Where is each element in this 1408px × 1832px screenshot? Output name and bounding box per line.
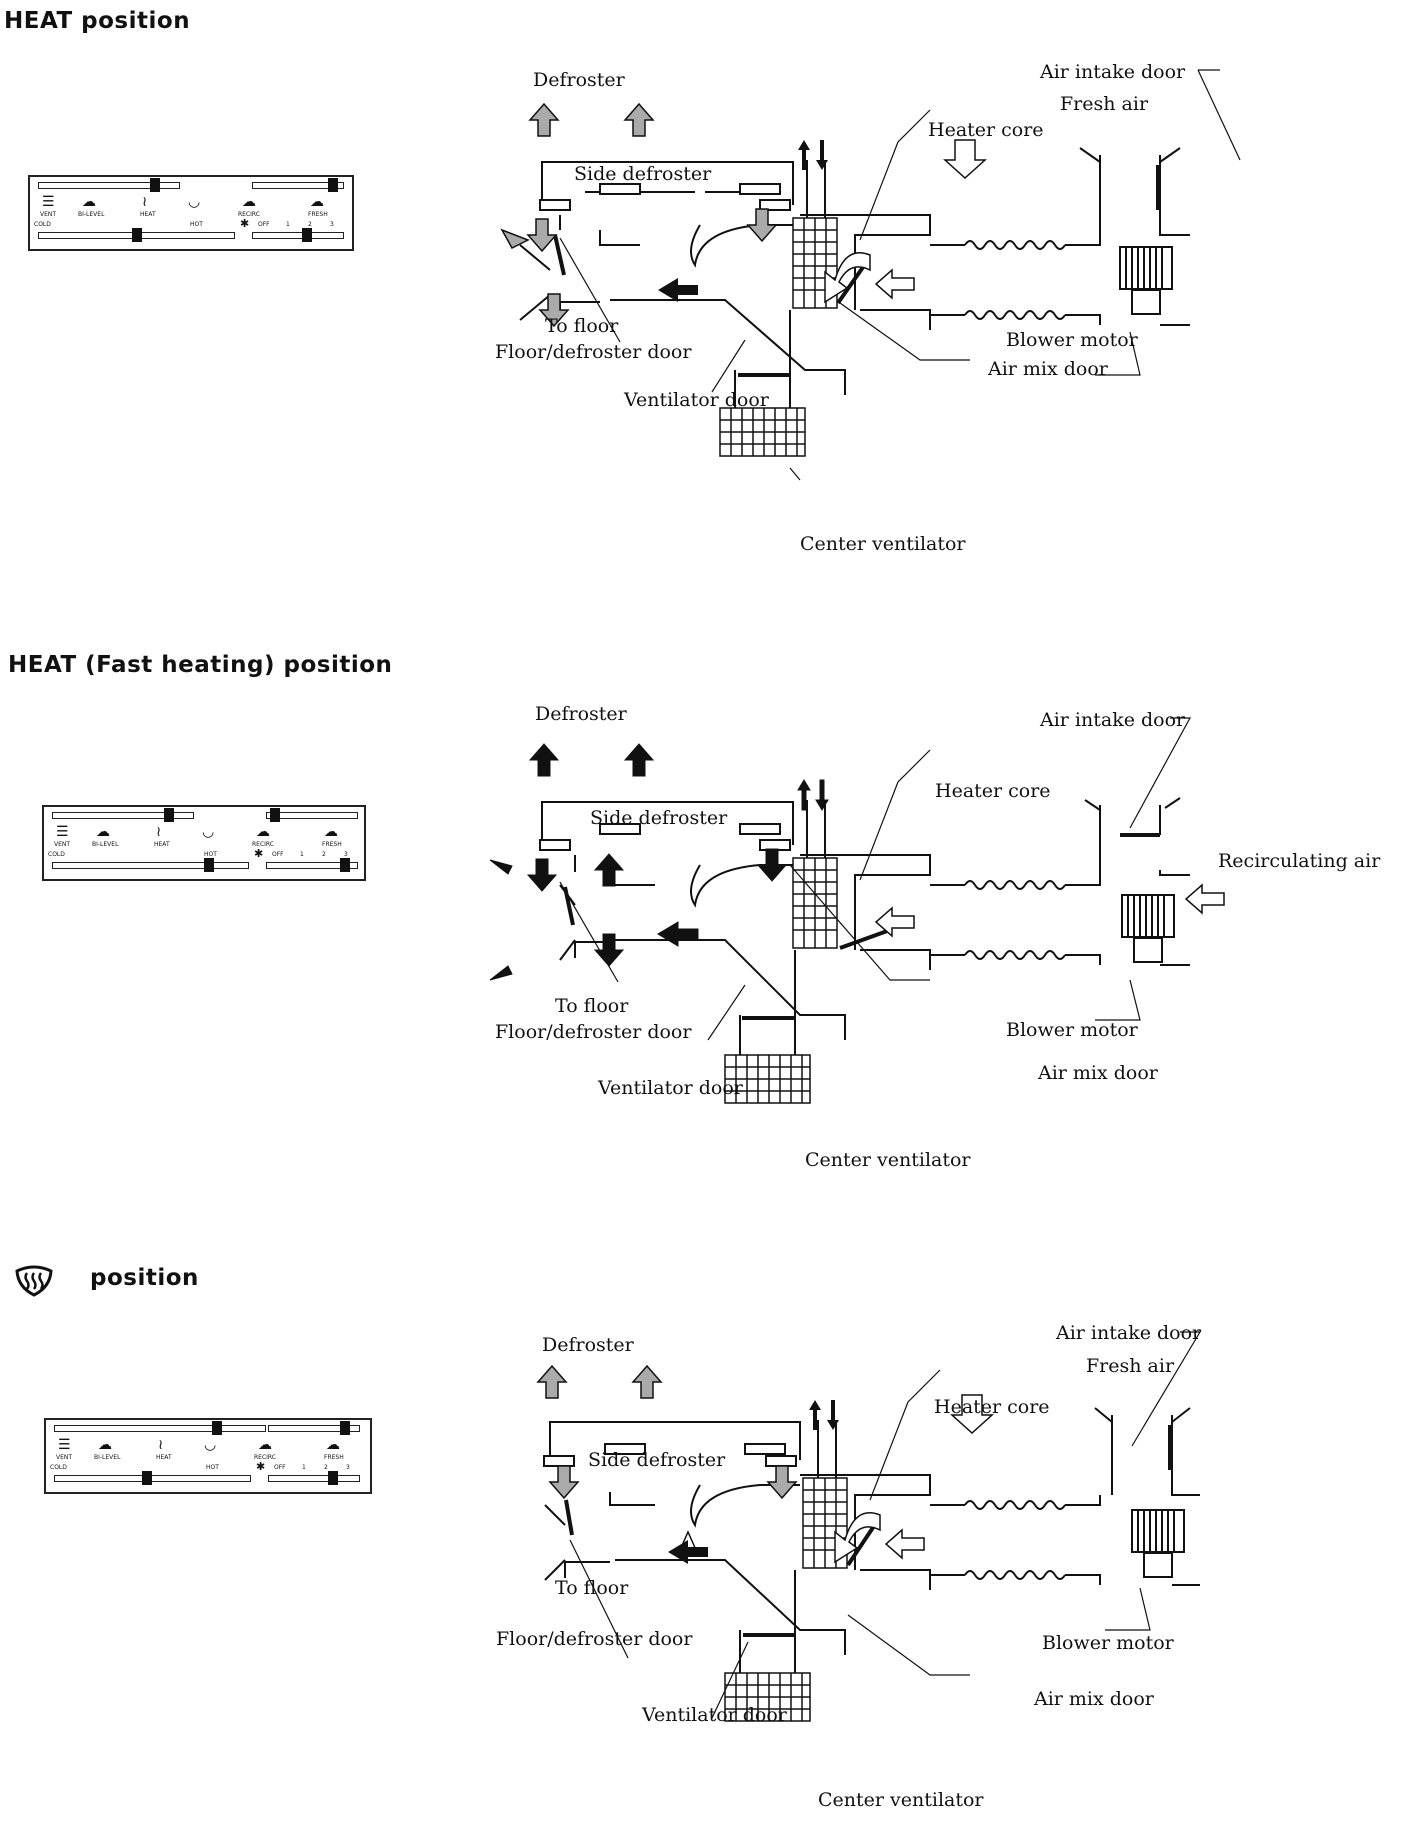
section-title-defrost: position — [90, 1265, 199, 1291]
fan-icon: ✱ — [254, 847, 264, 860]
vent-icon: ☰ — [58, 1437, 71, 1453]
airflow-diagram-heat: Defroster Side defroster Heater core Air… — [495, 61, 1241, 555]
temp-lever-knob — [132, 228, 142, 242]
fan-icon: ✱ — [256, 1460, 266, 1473]
defrost-small-icon: ◡ — [204, 1437, 217, 1453]
heat-icon: ≀ — [158, 1437, 164, 1453]
fan-lever-knob — [328, 1471, 338, 1485]
fan-lever-knob — [340, 858, 350, 872]
vent-icon: ☰ — [56, 824, 69, 840]
label-heater-core: Heater core — [928, 119, 1044, 141]
label-center-ventilator: Center ventilator — [805, 1149, 971, 1171]
heat-icon: ≀ — [142, 194, 148, 210]
section-title-heat: HEAT position — [4, 8, 191, 34]
label-blower-motor: Blower motor — [1042, 1632, 1175, 1654]
label-air-intake-door: Air intake door — [1039, 61, 1186, 83]
fan-lever-knob — [302, 228, 312, 242]
label-blower-motor: Blower motor — [1006, 1019, 1139, 1041]
intake-lever-knob — [270, 808, 280, 822]
control-panel-fast-heat: ☰ ☁ ≀ ◡ ☁ ☁ VENT BI-LEVEL HEAT RECIRC FR… — [42, 805, 366, 881]
label-air-intake-door: Air intake door — [1039, 709, 1186, 731]
fresh-icon: ☁ — [326, 1437, 340, 1453]
label-floor-defroster-door: Floor/defroster door — [496, 1628, 693, 1650]
label-intake-air: Fresh air — [1060, 93, 1149, 115]
airflow-diagram-fast-heat: Defroster Side defroster Heater core Air… — [489, 703, 1381, 1171]
label-ventilator-door: Ventilator door — [641, 1704, 788, 1726]
control-panel-defrost: ☰ ☁ ≀ ◡ ☁ ☁ VENT BI-LEVEL HEAT RECIRC FR… — [44, 1418, 372, 1494]
label-intake-air: Recirculating air — [1218, 850, 1381, 872]
label-center-ventilator: Center ventilator — [818, 1789, 984, 1811]
label-defroster: Defroster — [542, 1334, 635, 1356]
bilevel-icon: ☁ — [82, 194, 96, 210]
label-air-mix-door: Air mix door — [1037, 1062, 1159, 1084]
label-heater-core: Heater core — [935, 780, 1051, 802]
defrost-small-icon: ◡ — [202, 824, 215, 840]
label-ventilator-door: Ventilator door — [597, 1077, 744, 1099]
label-side-defroster: Side defroster — [574, 163, 712, 185]
intake-lever-knob — [328, 178, 338, 192]
recirc-icon: ☁ — [258, 1437, 272, 1453]
label-to-floor: To floor — [545, 315, 619, 337]
fan-icon: ✱ — [240, 217, 250, 230]
defrost-icon — [15, 1265, 53, 1297]
temp-lever-knob — [142, 1471, 152, 1485]
temp-lever-knob — [204, 858, 214, 872]
label-center-ventilator: Center ventilator — [800, 533, 966, 555]
bilevel-icon: ☁ — [98, 1437, 112, 1453]
control-panel-heat: ☰ ☁ ≀ ◡ ☁ ☁ VENT BI-LEVEL HEAT RECIRC FR… — [28, 175, 354, 251]
intake-lever-knob — [340, 1421, 350, 1435]
label-air-mix-door: Air mix door — [1033, 1688, 1155, 1710]
recirc-icon: ☁ — [256, 824, 270, 840]
label-defroster: Defroster — [535, 703, 628, 725]
label-side-defroster: Side defroster — [590, 807, 728, 829]
label-ventilator-door: Ventilator door — [623, 389, 770, 411]
fresh-icon: ☁ — [324, 824, 338, 840]
airflow-diagram-defrost: Defroster Side defroster Heater core Air… — [496, 1322, 1202, 1811]
label-floor-defroster-door: Floor/defroster door — [495, 341, 692, 363]
section-title-fast-heat: HEAT (Fast heating) position — [8, 652, 393, 678]
vent-icon: ☰ — [42, 194, 55, 210]
recirc-icon: ☁ — [242, 194, 256, 210]
bilevel-icon: ☁ — [96, 824, 110, 840]
mode-lever-knob — [150, 178, 160, 192]
label-air-intake-door: Air intake door — [1055, 1322, 1202, 1344]
mode-lever-knob — [212, 1421, 222, 1435]
defrost-small-icon: ◡ — [188, 194, 201, 210]
heat-icon: ≀ — [156, 824, 162, 840]
label-floor-defroster-door: Floor/defroster door — [495, 1021, 692, 1043]
fresh-icon: ☁ — [310, 194, 324, 210]
mode-lever-knob — [164, 808, 174, 822]
label-intake-air: Fresh air — [1086, 1355, 1175, 1377]
label-to-floor: To floor — [555, 995, 629, 1017]
label-to-floor: To floor — [555, 1577, 629, 1599]
label-defroster: Defroster — [533, 69, 626, 91]
label-heater-core: Heater core — [934, 1396, 1050, 1418]
label-side-defroster: Side defroster — [588, 1449, 726, 1471]
label-air-mix-door: Air mix door — [987, 358, 1109, 380]
label-blower-motor: Blower motor — [1006, 329, 1139, 351]
